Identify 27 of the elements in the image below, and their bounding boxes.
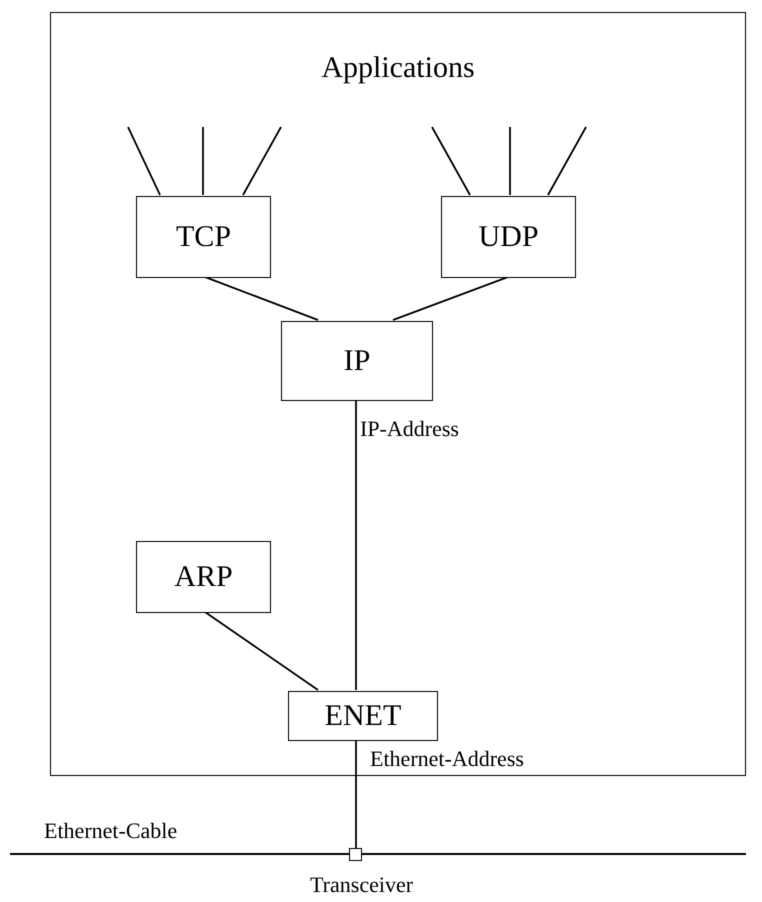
- protocol-box: [281, 321, 433, 401]
- connector-line: [355, 740, 357, 848]
- protocol-label: TCP: [176, 220, 232, 254]
- connector-line: [355, 400, 357, 690]
- protocol-label: ENET: [324, 699, 402, 733]
- protocol-box: [136, 541, 271, 613]
- cable-line: [10, 853, 746, 855]
- connector-line: [431, 126, 471, 196]
- connector-line: [202, 127, 204, 195]
- host-frame: [50, 12, 746, 776]
- protocol-label: IP: [344, 344, 370, 378]
- transceiver-label: Transceiver: [310, 872, 414, 898]
- connector-line: [547, 126, 587, 196]
- protocol-box: [136, 196, 271, 278]
- connector-line: [242, 126, 282, 196]
- transceiver-box: [349, 848, 362, 861]
- protocol-box: [441, 196, 576, 278]
- connector-line: [509, 127, 511, 195]
- connector-line: [204, 276, 318, 321]
- connector-line: [392, 276, 508, 321]
- connector-line: [204, 611, 319, 691]
- protocol-box: [288, 691, 438, 741]
- connector-line: [127, 126, 161, 196]
- protocol-label: UDP: [478, 220, 538, 254]
- cable-label: Ethernet-Cable: [44, 818, 178, 844]
- protocol-label: ARP: [174, 560, 233, 594]
- frame-heading: Applications: [321, 51, 475, 85]
